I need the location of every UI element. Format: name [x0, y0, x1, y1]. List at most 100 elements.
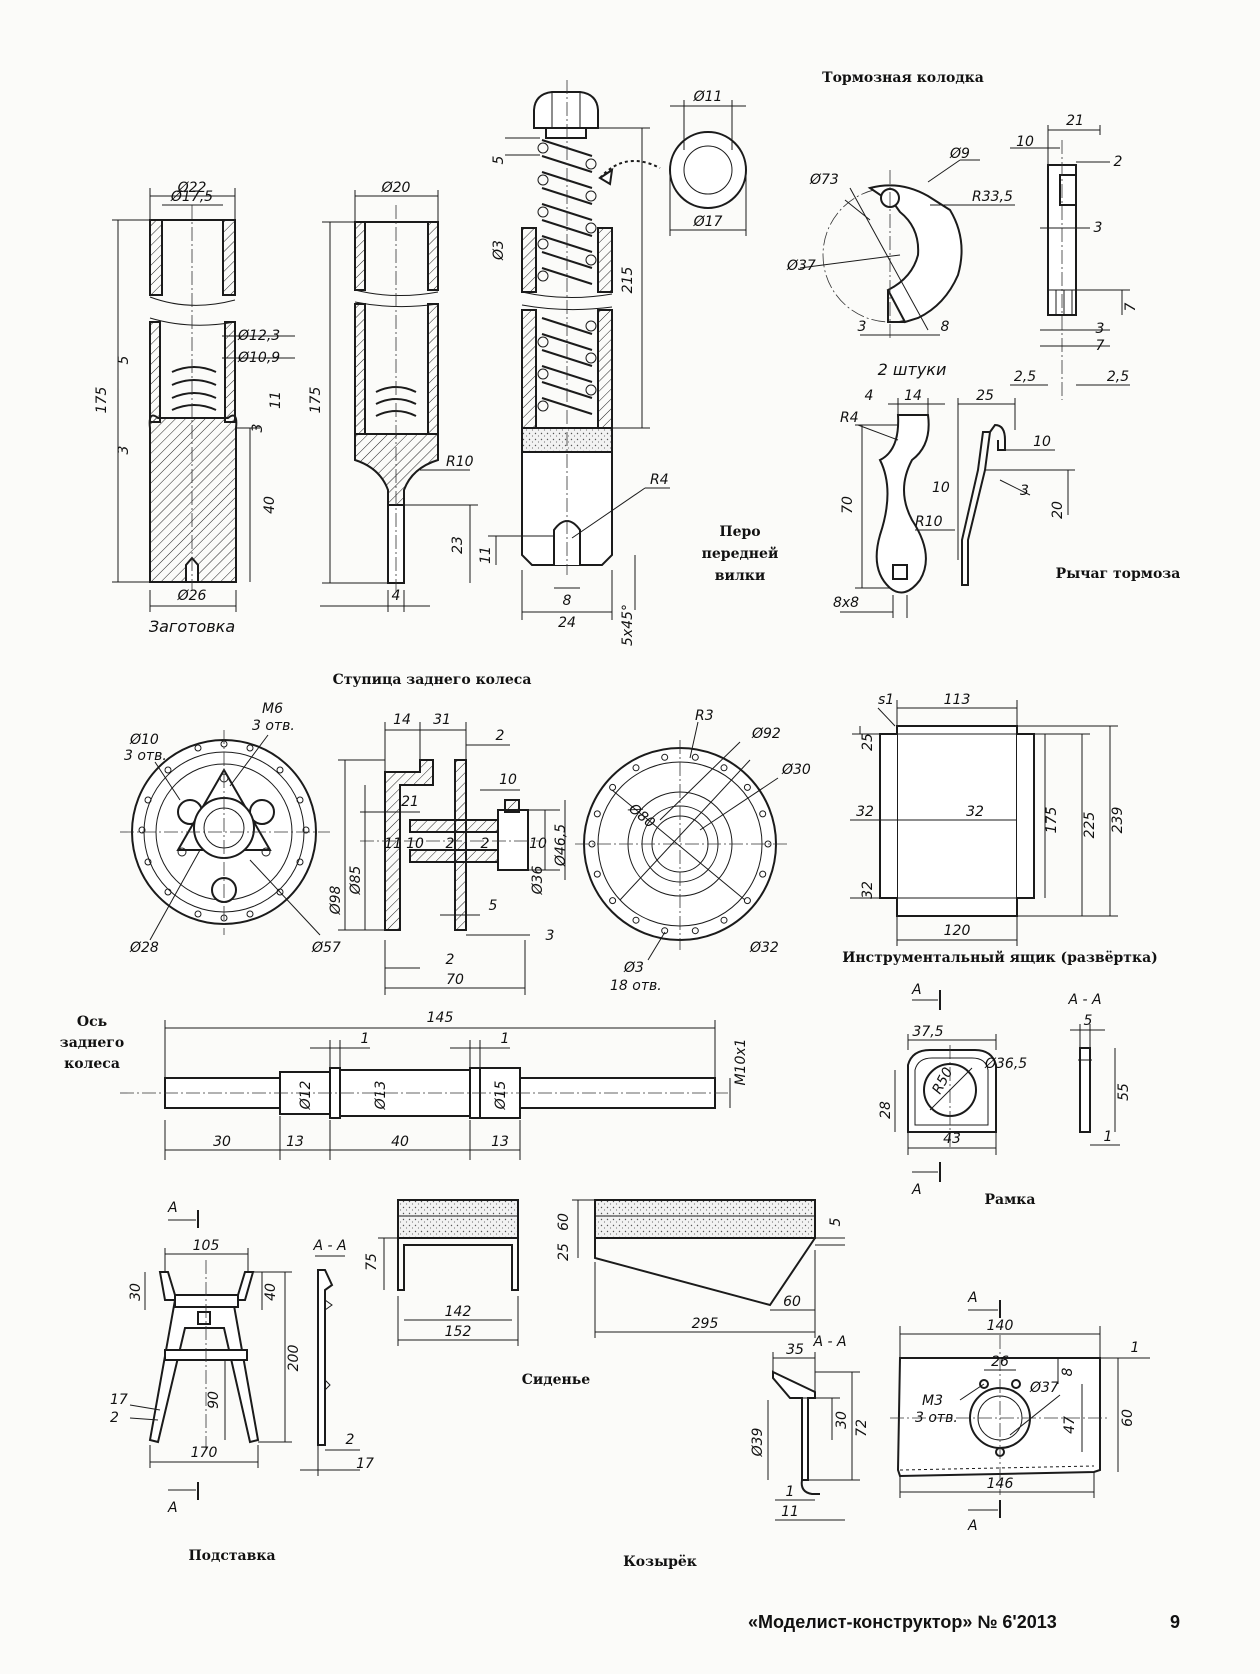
dim-60-seat: 60	[556, 1213, 572, 1231]
dim-diam-17: Ø17	[693, 214, 723, 230]
dim-5-fork: 5	[491, 155, 507, 164]
caption-fork-1: Перо	[719, 524, 760, 540]
dim-10b-lever: 10	[1033, 434, 1051, 450]
section-a-top-frame: A	[911, 982, 922, 998]
caption-fork-2: передней	[702, 545, 779, 562]
dim-5-blank: 5	[116, 355, 132, 364]
dim-1b-axle: 1	[501, 1031, 510, 1047]
dim-14-lever: 14	[904, 388, 922, 404]
dim-105-stand: 105	[193, 1238, 220, 1254]
dim-8-visor: 8	[1060, 1367, 1076, 1376]
dim-diam-36-hub: Ø36	[530, 865, 546, 895]
dim-31-hub: 31	[433, 712, 451, 728]
dim-18-holes-hub: 18 отв.	[610, 978, 662, 994]
hub-front-view: Ø10 3 отв. M6 3 отв. Ø28 Ø57	[120, 701, 341, 956]
dim-diam-12-3: Ø12,3	[237, 328, 280, 344]
dim-11-visor: 11	[781, 1504, 799, 1520]
section-label-visor: A - A	[812, 1334, 846, 1350]
dim-7-shoe: 7	[1123, 302, 1139, 311]
dim-diam-85-hub: Ø85	[348, 865, 364, 895]
dim-32b-box: 32	[966, 804, 984, 820]
dim-3-lever: 3	[1020, 483, 1029, 499]
dim-diam-10-hub: Ø10	[129, 732, 159, 748]
dim-3b-shoe: 3	[1094, 220, 1103, 236]
page-number: 9	[1170, 1612, 1180, 1632]
bolt-hole	[593, 870, 601, 878]
dim-diam-98-hub: Ø98	[328, 885, 344, 915]
dim-diam-3-hub: Ø3	[623, 960, 644, 976]
dim-5-frame: 5	[1084, 1013, 1093, 1029]
dim-m10x1-axle: M10x1	[733, 1038, 749, 1085]
dim-30-stand: 30	[128, 1283, 144, 1301]
blank-drawing: Ø22 Ø17,5 Ø12,3 Ø10,9 175 5 11 3 3 40 Ø2…	[94, 180, 295, 636]
dim-5-hub: 5	[489, 898, 498, 914]
dim-8x8-lever: 8x8	[833, 595, 859, 611]
dim-21-shoe: 21	[1066, 113, 1084, 129]
dim-1b-visor: 1	[1131, 1340, 1140, 1356]
dim-43-frame: 43	[943, 1131, 961, 1147]
bolt-hole	[609, 897, 617, 905]
dim-1a-axle: 1	[361, 1031, 370, 1047]
bushing-drawing: Ø11 Ø17	[598, 89, 747, 236]
dim-20-lever: 20	[1050, 501, 1066, 519]
dim-70-lever: 70	[840, 496, 856, 514]
bolt-hole	[661, 927, 669, 935]
dim-70-hub: 70	[446, 972, 464, 988]
dim-chamfer-fork: 5x45°	[620, 604, 636, 646]
dim-32c-box: 32	[860, 881, 876, 899]
section-label-stand: A - A	[312, 1238, 346, 1254]
section-a-bottom-frame: A	[911, 1182, 922, 1198]
dim-1-visor: 1	[786, 1484, 795, 1500]
dim-55-frame: 55	[1116, 1083, 1132, 1101]
dim-120-box: 120	[944, 923, 971, 939]
section-a-bottom-visor: A	[967, 1518, 978, 1534]
dim-72-visor: 72	[854, 1419, 870, 1437]
dim-35-visor: 35	[786, 1342, 804, 1358]
bolt-hole	[632, 764, 640, 772]
dim-175-blank: 175	[94, 387, 110, 414]
dim-diam-57-hub: Ø57	[311, 940, 341, 956]
dim-2-5a-shoe: 2,5	[1014, 369, 1036, 385]
frame-drawing: A A - A 37,5 5 Ø36,5 R50 28 55 43 1 A Ра…	[878, 982, 1132, 1208]
dim-3b-blank: 3	[250, 424, 266, 433]
dim-40-blank: 40	[262, 496, 278, 514]
bolt-hole	[743, 783, 751, 791]
dim-2d-hub: 2	[446, 952, 455, 968]
dim-142-seat: 142	[445, 1304, 472, 1320]
bolt-hole	[759, 810, 767, 818]
caption-blank: Заготовка	[149, 617, 235, 636]
dim-175-box: 175	[1044, 807, 1060, 834]
dim-17b-stand: 17	[356, 1456, 374, 1472]
dim-r3-hub: R3	[695, 708, 714, 724]
dim-37-5-frame: 37,5	[912, 1024, 943, 1040]
dim-10-lever: 10	[932, 480, 950, 496]
dim-diam-17-5: Ø17,5	[170, 189, 213, 205]
dim-152-seat: 152	[445, 1324, 472, 1340]
visor-drawing: A - A 35 30 72 Ø39 1 11 A 140 1 26 8 M3 …	[623, 1290, 1150, 1570]
dim-7b-shoe: 7	[1096, 338, 1105, 354]
dim-m3-holes-visor: 3 отв.	[915, 1410, 958, 1426]
dim-3c-shoe: 3	[1096, 321, 1105, 337]
dim-14-hub: 14	[393, 712, 411, 728]
dim-4-tube: 4	[392, 588, 401, 604]
dim-diam-32-hub: Ø32	[749, 940, 779, 956]
dim-40-axle: 40	[391, 1134, 409, 1150]
dim-2b-hub: 2	[446, 836, 455, 852]
caption-two-pieces: 2 штуки	[878, 360, 947, 379]
dim-170-stand: 170	[191, 1445, 218, 1461]
dim-r4-lever: R4	[840, 410, 859, 426]
dim-r33-5: R33,5	[972, 189, 1013, 205]
dim-2b-stand: 2	[346, 1432, 355, 1448]
dim-145-axle: 145	[427, 1010, 454, 1026]
dim-11-fork: 11	[478, 546, 494, 564]
dim-10b-hub: 10	[406, 836, 424, 852]
dim-200-stand: 200	[286, 1345, 302, 1372]
caption-axle-2: заднего	[60, 1035, 124, 1051]
dim-25-seat: 25	[556, 1243, 572, 1261]
bolt-hole	[759, 870, 767, 878]
fork-leg-drawing: 5 Ø3 215 R4 11 8 24 5x45° Перо передней …	[478, 80, 778, 646]
caption-rear-hub: Ступица заднего колеса	[333, 672, 532, 688]
section-a-bottom-stand: A	[167, 1500, 178, 1516]
stand-drawing: A 105 A - A 30 40 200 17 2 90 170 2 17 A…	[110, 1200, 374, 1564]
